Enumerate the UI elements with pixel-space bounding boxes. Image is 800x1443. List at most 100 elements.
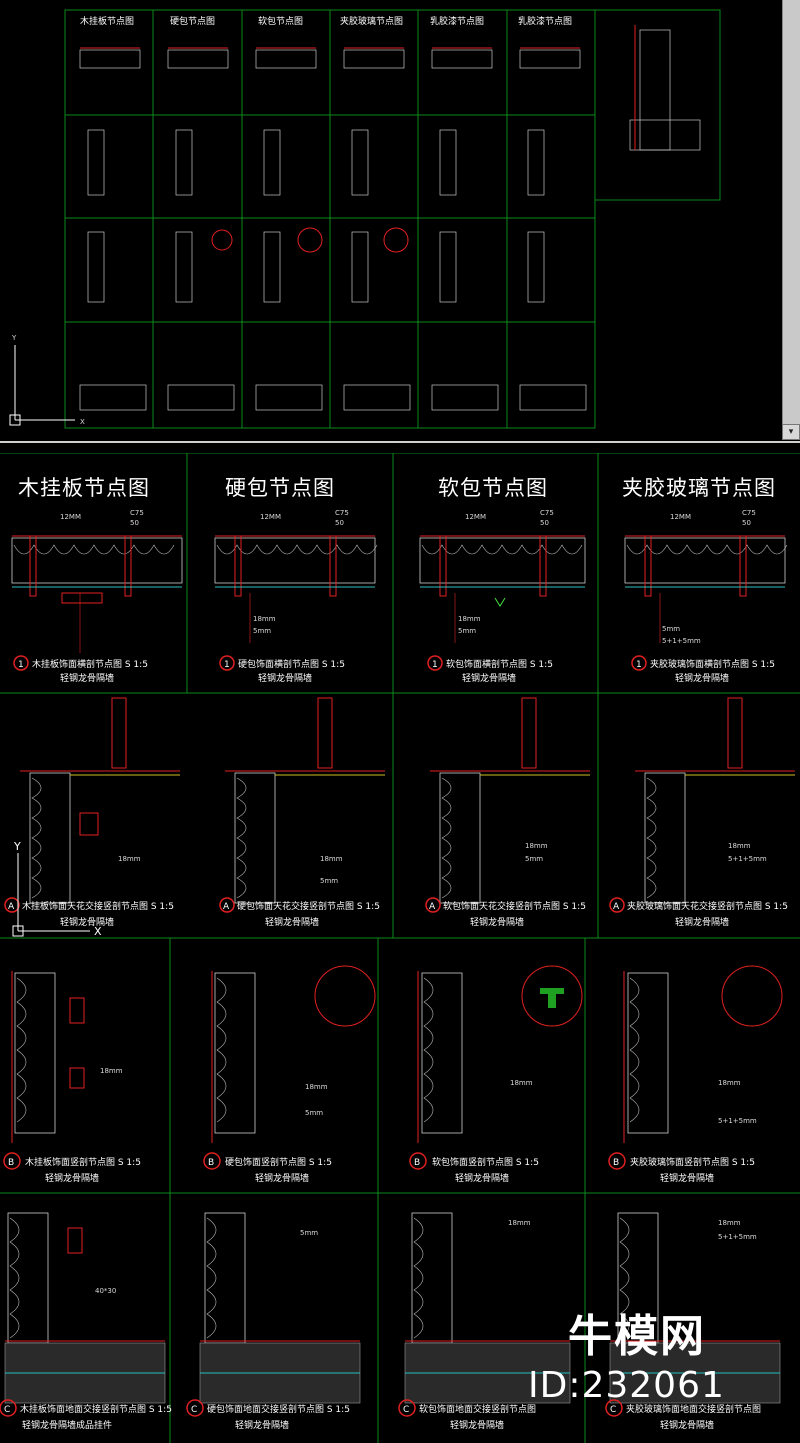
dim-5mm-r1d: 5mm — [662, 625, 680, 633]
caption-row4-hard: 硬包饰面地面交接竖剖节点图 S 1:5 — [207, 1403, 350, 1415]
sub-row1-glass: 轻钢龙骨隔墙 — [675, 672, 729, 684]
caption-row4-wood: 木挂板饰面地面交接竖剖节点图 S 1:5 — [20, 1403, 172, 1415]
dim-18mm-r4c: 18mm — [508, 1219, 531, 1227]
detail-sheet: 12MM C75 50 12MM C75 50 12MM C75 50 12MM… — [0, 453, 800, 1443]
ucs-axis-icon — [9, 345, 75, 426]
dim-18mm-r3b: 18mm — [305, 1083, 328, 1091]
dim-wood-r4a: 40*30 — [95, 1287, 116, 1295]
row2-red — [20, 697, 795, 836]
row1-insulation — [13, 544, 788, 555]
caption-row4-soft: 软包饰面地面交接竖剖节点图 — [419, 1403, 536, 1415]
thumb-title-1: 木挂板节点图 — [80, 17, 135, 27]
row2-details — [29, 772, 686, 904]
ucs-axis-icon-2 — [12, 853, 90, 937]
dim-5mm-r1b: 5mm — [253, 627, 271, 635]
row3-details — [14, 972, 669, 1134]
marker-2c: A — [429, 902, 436, 912]
sub-row2-wood: 轻钢龙骨隔墙 — [60, 916, 114, 928]
dim-18mm-r3a: 18mm — [100, 1067, 123, 1075]
sub-row2-soft: 轻钢龙骨隔墙 — [470, 916, 524, 928]
marker-1b: 1 — [224, 660, 230, 670]
dim-18mm-r4d: 18mm — [718, 1219, 741, 1227]
scrollbar-track[interactable] — [782, 0, 800, 440]
caption-row3-glass: 夹胶玻璃饰面竖剖节点图 S 1:5 — [630, 1156, 755, 1168]
caption-row2-hard: 硬包饰面天花交接竖剖节点图 S 1:5 — [237, 900, 380, 912]
brand-logo: 牛模网 — [568, 1311, 706, 1362]
dim-glass-r4d: 5+1+5mm — [718, 1233, 757, 1241]
row2-insulation — [31, 777, 657, 899]
row1-markers: 1 1 1 1 — [13, 655, 647, 671]
dim-50-3: 50 — [540, 519, 549, 527]
row4-insulation — [9, 1217, 630, 1339]
caption-row1-glass: 夹胶玻璃饰面横剖节点图 S 1:5 — [650, 658, 775, 670]
dim-5mm-r1c: 5mm — [458, 627, 476, 635]
dim-50-2: 50 — [335, 519, 344, 527]
axis-y-label-2: Y — [13, 840, 21, 853]
marker-1a: 1 — [18, 660, 24, 670]
title-wood-panel: 木挂板节点图 — [18, 476, 150, 500]
dim-18mm-r2c: 18mm — [525, 842, 548, 850]
sub-row2-glass: 轻钢龙骨隔墙 — [675, 916, 729, 928]
row4-markers: C C C C — [0, 1399, 623, 1417]
dim-18mm-r1b: 18mm — [253, 615, 276, 623]
dim-5mm-r4b: 5mm — [300, 1229, 318, 1237]
thumbnail-grid: Y X — [9, 9, 721, 429]
dim-18mm-r3c: 18mm — [510, 1079, 533, 1087]
thumb-title-3: 软包节点图 — [258, 17, 304, 27]
row1-details — [11, 537, 786, 584]
dim-12mm-1: 12MM — [60, 513, 81, 521]
caption-row4-glass: 夹胶玻璃饰面地面交接竖剖节点图 — [626, 1403, 761, 1415]
sub-row1-soft: 轻钢龙骨隔墙 — [462, 672, 516, 684]
dim-18mm-r2b: 18mm — [320, 855, 343, 863]
caption-row3-wood: 木挂板饰面竖剖节点图 S 1:5 — [25, 1156, 141, 1168]
marker-4b: C — [191, 1405, 197, 1415]
sub-row3-soft: 轻钢龙骨隔墙 — [455, 1172, 509, 1184]
dim-5mm-r2b: 5mm — [320, 877, 338, 885]
caption-row2-soft: 软包饰面天花交接竖剖节点图 S 1:5 — [443, 900, 586, 912]
marker-3a: B — [8, 1158, 14, 1168]
marker-1d: 1 — [636, 660, 642, 670]
sub-row3-hard: 轻钢龙骨隔墙 — [255, 1172, 309, 1184]
marker-2b: A — [223, 902, 230, 912]
dim-glass-r2d: 5+1+5mm — [728, 855, 767, 863]
dim-c75-3: C75 — [540, 509, 554, 517]
thumb-details — [79, 29, 701, 411]
dim-5mm-r3b: 5mm — [305, 1109, 323, 1117]
caption-row2-wood: 木挂板饰面天花交接竖剖节点图 S 1:5 — [22, 900, 174, 912]
sub-row1-wood: 轻钢龙骨隔墙 — [60, 672, 114, 684]
axis-y-label: Y — [11, 334, 17, 342]
sub-row1-hard: 轻钢龙骨隔墙 — [258, 672, 312, 684]
thumb-title-2: 硬包节点图 — [170, 17, 216, 27]
thumbnail-sheet: Y X — [0, 0, 782, 440]
dim-50-1: 50 — [130, 519, 139, 527]
sub-row3-glass: 轻钢龙骨隔墙 — [660, 1172, 714, 1184]
sub-row4-glass: 轻钢龙骨隔墙 — [660, 1419, 714, 1431]
caption-row1-soft: 软包饰面横剖节点图 S 1:5 — [446, 658, 553, 670]
dim-18mm-r1c: 18mm — [458, 615, 481, 623]
marker-4c: C — [403, 1405, 409, 1415]
dim-18mm-r3d: 18mm — [718, 1079, 741, 1087]
marker-3d: B — [613, 1158, 619, 1168]
thumb-red-accents — [80, 25, 636, 253]
sub-row4-hard: 轻钢龙骨隔墙 — [235, 1419, 289, 1431]
sub-row2-hard: 轻钢龙骨隔墙 — [265, 916, 319, 928]
row4-red — [5, 1227, 780, 1342]
row3-insulation — [16, 977, 640, 1123]
row1-red-frames — [12, 535, 785, 597]
thumb-title-5: 乳胶漆节点图 — [430, 17, 485, 27]
thumb-title-4: 夹胶玻璃节点图 — [340, 17, 404, 27]
scroll-down-button[interactable]: ▾ — [782, 424, 800, 440]
caption-row2-glass: 夹胶玻璃饰面天花交接竖剖节点图 S 1:5 — [627, 900, 788, 912]
marker-4d: C — [610, 1405, 616, 1415]
title-laminated-glass: 夹胶玻璃节点图 — [622, 476, 776, 500]
marker-3b: B — [208, 1158, 214, 1168]
axis-x-label-2: X — [94, 925, 102, 938]
dim-glass-r1d: 5+1+5mm — [662, 637, 701, 645]
softpack-h-profile — [540, 988, 564, 1008]
row3-markers: B B B B — [3, 1152, 626, 1170]
caption-row1-hard: 硬包饰面横剖节点图 S 1:5 — [238, 658, 345, 670]
marker-1c: 1 — [432, 660, 438, 670]
dim-5mm-r2c: 5mm — [525, 855, 543, 863]
wood-panel-clip — [61, 592, 103, 604]
